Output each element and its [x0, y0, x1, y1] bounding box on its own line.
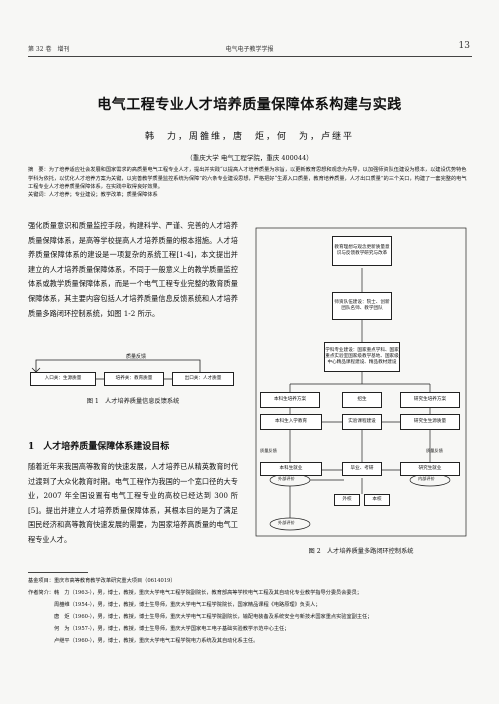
feedback-label: 质量反馈	[126, 354, 147, 360]
intro-paragraph: 强化质量意识和质量监控手段，构建科学、严谨、完善的人才培养质量保障体系，是高等学…	[28, 221, 238, 318]
discipline-box: 学科专业建设：国家重点学科、国家重点实验室国家级教学基地、国家级中心精品课程建设…	[324, 342, 400, 372]
section-heading: 1 人才培养质量保障体系建设目标	[28, 442, 170, 452]
entrance-box: 入口关：生源质量	[30, 372, 96, 386]
footnote-author: 作者简介：韩 力（1963-），男，博士，教授，重庆大学电气工程学院副院长，教育…	[28, 590, 362, 596]
figure-1-caption: 图 1 人才培养质量信息反馈系统	[86, 398, 180, 405]
footnote-author: 何 为（1957-），男，博士，教授，博士生导师，重庆大学国家电工电子基础实验教…	[54, 626, 290, 632]
exit-box: 出口关：人才质量	[172, 372, 234, 386]
header-rule	[28, 56, 472, 57]
grad-employment-box: 研究生就业	[400, 462, 460, 476]
lab-course-box: 实验课程建设	[342, 414, 382, 430]
own-school-box: 本校	[364, 494, 390, 506]
paper-title: 电气工程专业人才培养质量保障体系构建与实践	[97, 97, 402, 113]
grad-plan-box: 研究生培养方案	[400, 392, 460, 408]
running-header-journal: 电气电子教学学报	[225, 46, 274, 53]
figure-2-caption: 图 2 人才培养质量多路闭环控制系统	[308, 548, 414, 555]
grad-source-box: 研究生生源质量	[400, 414, 460, 430]
running-header-left: 第 32 卷 增刊	[28, 46, 70, 53]
training-box: 培养关：教育质量	[104, 372, 164, 386]
feedback-tag-2: 质量反馈	[426, 448, 443, 453]
section-paragraph: 随着近年来我国高等教育的快速发展，人才培养已从精英教育时代过渡到了大众化教育时期…	[28, 462, 238, 544]
page-number: 13	[458, 41, 470, 51]
figure-2: 教育理想与观念更新质量意识与反馈教学研究与改革 师资队伍建设：院士、创新团队名师…	[250, 222, 472, 540]
footnote-author: 周雒维（1954-），男，博士，教授，博士生导师，重庆大学电气工程学院院长，国家…	[54, 602, 321, 608]
abstract: 摘 要：为了培养适应社会发展和国家需求的高质量电气工程专业人才，提出并实践“以提…	[28, 167, 467, 190]
external-eval-tag-2: 外部评价	[278, 520, 295, 525]
affiliation: （重庆大学 电气工程学院，重庆 400044）	[186, 154, 313, 162]
figure-2-lines	[255, 227, 467, 537]
external-eval-tag-1: 外部评价	[278, 476, 295, 481]
undergrad-intro-box: 本科生入学教育	[260, 414, 322, 430]
footnote-rule	[28, 572, 88, 573]
faculty-box: 师资队伍建设：院士、创新团队名师、教学团队	[332, 292, 392, 320]
footnote-author: 卢继平（1960-），男，博士，教授，重庆大学电气工程学院电力系统及其自动化系主…	[54, 638, 259, 644]
undergrad-employment-box: 本科生就业	[260, 462, 322, 476]
keywords: 关键词：人才培养；专业建设；教学改革；质量保障体系	[28, 192, 158, 198]
feedback-tag-1: 质量反馈	[260, 448, 277, 453]
internal-eval-tag: 内部评价	[418, 476, 435, 481]
graduation-box: 毕业、考研	[342, 462, 382, 476]
admission-box: 招生	[342, 392, 382, 408]
other-school-box: 外校	[334, 494, 360, 506]
footnote-author: 唐 炬（1960-），男，博士，教授，博士生导师，重庆大学电气工程学院副院长，输…	[54, 614, 373, 620]
figure-1: 质量反馈 入口关：生源质量 培养关：教育质量 出口关：人才质量	[28, 352, 238, 392]
authors: 韩 力，周雒维，唐 炬，何 为，卢继平	[144, 132, 354, 142]
concept-box: 教育理想与观念更新质量意识与反馈教学研究与改革	[332, 236, 392, 266]
footnote-funding: 基金项目：重庆市高等教育教学改革研究重大项目（0614019）	[28, 578, 176, 584]
undergrad-plan-box: 本科生培养方案	[260, 392, 320, 408]
